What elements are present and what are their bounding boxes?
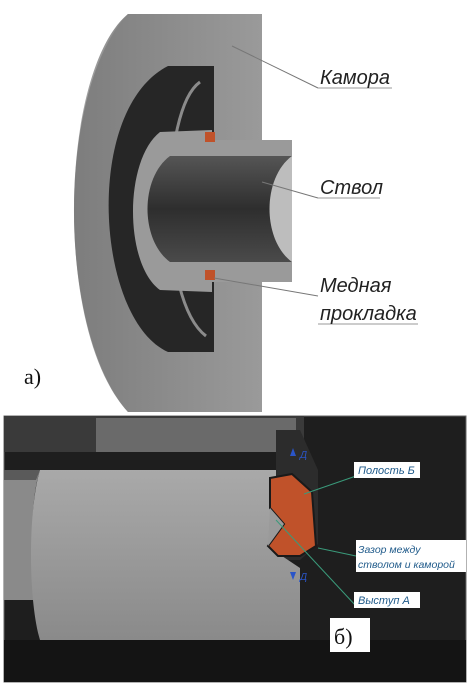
label-gap-line1: Зазор между [358, 544, 421, 556]
label-copper-gasket-line1: Медная [320, 275, 392, 297]
label-barrel: Ствол [320, 177, 383, 199]
leader-chamber [231, 45, 319, 89]
block-recess [4, 470, 40, 480]
barrel-block-main [31, 470, 300, 640]
copper-gasket-bottom [205, 270, 215, 280]
panel-b: Д Д Полость Б Зазор между стволом и камо… [3, 415, 467, 683]
label-chamber: Камора [320, 67, 390, 89]
marker-d-top [290, 448, 296, 456]
leader-gap [317, 547, 357, 557]
label-protrusion-a: Выступ А [358, 595, 410, 607]
leader-cavity [303, 475, 357, 495]
label-bg-protrusion [354, 592, 420, 608]
leader-gasket [213, 277, 319, 297]
leader-protrusion [275, 519, 357, 607]
marker-d-bottom [290, 572, 296, 580]
panel-a-letter: а) [24, 364, 41, 389]
panel-b-letter: б) [334, 624, 353, 649]
barrel-bore-end [269, 156, 292, 262]
label-bg-cavity [354, 462, 420, 478]
panel-a: Камора Ствол Медная прокладка а) [24, 14, 418, 412]
panel-b-letter-box [330, 618, 370, 652]
chamber-wall-top-highlight [96, 418, 296, 452]
leader-barrel [261, 181, 319, 199]
label-bg-gap [356, 540, 466, 572]
label-d-top: Д [299, 450, 307, 461]
base-strip [4, 640, 466, 682]
barrel-bore [147, 156, 292, 262]
label-cavity-b: Полость Б [358, 465, 415, 477]
copper-gasket-top [205, 132, 215, 142]
label-copper-gasket-line2: прокладка [320, 303, 417, 325]
label-d-bottom: Д [299, 572, 307, 583]
label-gap-line2: стволом и каморой [358, 559, 455, 571]
protrusion-a [268, 508, 284, 546]
barrel-block [4, 470, 40, 600]
